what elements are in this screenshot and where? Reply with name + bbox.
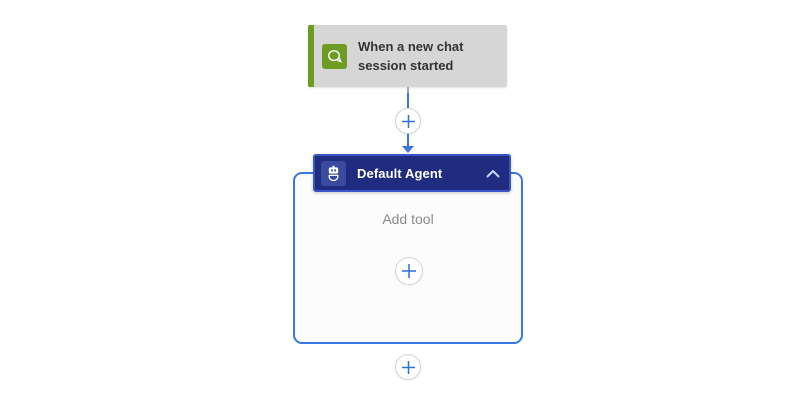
trigger-card[interactable]: When a new chat session started bbox=[308, 25, 507, 87]
insert-action-button[interactable] bbox=[395, 108, 421, 134]
add-tool-label: Add tool bbox=[382, 211, 434, 227]
trigger-title: When a new chat session started bbox=[358, 39, 464, 73]
add-tool-button[interactable] bbox=[395, 257, 423, 285]
bot-icon bbox=[321, 160, 346, 186]
chat-bubble-icon bbox=[322, 43, 347, 69]
plus-icon bbox=[401, 114, 415, 128]
arrow-down-icon bbox=[402, 146, 414, 153]
collapse-button[interactable] bbox=[486, 169, 500, 178]
chevron-up-icon bbox=[486, 169, 500, 177]
agent-title: Default Agent bbox=[357, 165, 443, 181]
plus-icon bbox=[401, 360, 415, 374]
agent-card-header[interactable]: Default Agent bbox=[313, 154, 511, 192]
insert-step-button[interactable] bbox=[395, 354, 421, 380]
trigger-accent-bar bbox=[308, 25, 314, 87]
plus-icon bbox=[402, 264, 416, 278]
